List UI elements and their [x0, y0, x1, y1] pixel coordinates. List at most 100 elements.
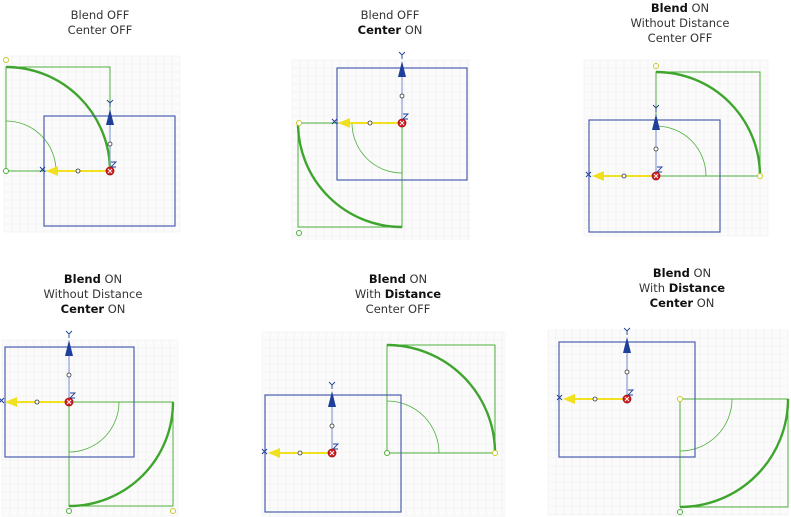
caption-part: OFF — [393, 8, 420, 22]
caption-part: Blend — [360, 8, 394, 22]
y-axis-arrow-icon — [398, 61, 406, 77]
x-label-icon — [556, 394, 563, 401]
caption-part: Blend — [63, 272, 101, 286]
grid-area — [292, 60, 470, 240]
blend-green-square — [386, 343, 497, 454]
caption-line: Blend OFF — [0, 8, 200, 23]
endpoint-marker — [384, 450, 390, 456]
panel-2 — [291, 51, 470, 240]
z-label-icon — [331, 443, 340, 450]
x-axis-arrow-icon — [592, 171, 604, 181]
caption-part: Blend — [70, 8, 104, 22]
blend-arc-thick — [679, 398, 790, 509]
grid-background — [547, 329, 789, 516]
panel-5 — [261, 331, 506, 517]
caption-part: Center — [649, 296, 694, 310]
endpoint-marker — [296, 120, 302, 126]
caption-line: Center ON — [0, 302, 193, 317]
grid-background — [583, 59, 769, 237]
axis-gizmo — [331, 51, 410, 128]
green-frame — [68, 401, 174, 507]
x-axis-handle — [621, 173, 627, 179]
origin-cross — [624, 396, 630, 402]
caption-line: Center ON — [290, 23, 490, 38]
axis-gizmo — [585, 104, 664, 181]
caption-part: ON — [100, 272, 123, 286]
origin-cross — [66, 399, 72, 405]
blend-arc-thick — [655, 70, 762, 177]
x-axis-arrow-icon — [338, 118, 350, 128]
caption-line: Center ON — [582, 296, 782, 311]
caption-line: Blend ON — [0, 272, 193, 287]
blend-arc-thick — [386, 343, 497, 454]
x-axis-handle — [75, 168, 81, 174]
caption-part: OFF — [686, 31, 713, 45]
blend-arc-thin — [68, 401, 120, 453]
caption-part: Blend — [368, 272, 406, 286]
endpoint-marker — [296, 230, 302, 236]
axis-gizmo — [556, 327, 635, 404]
blend-arc-thick — [296, 122, 403, 229]
origin-cross — [107, 168, 113, 174]
y-label-icon — [652, 104, 660, 112]
x-label-icon — [261, 448, 268, 455]
caption-part: Center — [365, 302, 405, 316]
endpoint-marker — [677, 396, 683, 402]
axis-gizmo — [0, 330, 77, 407]
caption-line: Center OFF — [0, 23, 200, 38]
y-label-icon — [65, 330, 73, 338]
x-axis-handle — [592, 396, 598, 402]
caption-part: OFF — [106, 23, 133, 37]
endpoint-marker — [3, 168, 9, 174]
caption-part: Center — [67, 23, 107, 37]
caption-part: ON — [689, 266, 712, 280]
y-axis-arrow-icon — [652, 114, 660, 130]
caption-line: Center OFF — [580, 31, 780, 46]
endpoint-marker — [492, 450, 498, 456]
y-axis-arrow-icon — [328, 391, 336, 407]
y-axis-arrow-icon — [623, 337, 631, 353]
caption-part: ON — [687, 1, 710, 15]
blend-green-square — [679, 398, 790, 509]
caption-part: With — [354, 287, 385, 301]
caption-part: Without Distance — [43, 287, 143, 301]
z-label-icon — [68, 392, 77, 399]
y-axis-handle — [66, 372, 72, 378]
caption-part: ON — [104, 302, 126, 316]
caption-line: With Distance — [298, 287, 498, 302]
blend-arc-thick — [68, 401, 175, 508]
panel-caption-5: Blend ON With Distance Center OFF — [298, 272, 498, 317]
green-frame — [386, 344, 496, 454]
caption-part: Without Distance — [630, 16, 730, 30]
x-label-icon — [331, 118, 338, 125]
y-axis-handle — [107, 141, 113, 147]
caption-part: ON — [401, 23, 423, 37]
origin-cross — [399, 120, 405, 126]
z-label-icon — [626, 389, 635, 396]
x-axis-arrow-icon — [563, 394, 575, 404]
panel-1 — [3, 55, 181, 233]
panel-caption-2: Blend OFF Center ON — [290, 8, 490, 38]
x-axis-arrow-icon — [5, 397, 17, 407]
caption-part: Blend — [650, 1, 688, 15]
blend-green-square — [68, 401, 175, 508]
grid-area — [262, 332, 506, 516]
caption-part: Distance — [668, 281, 726, 295]
x-axis-handle — [367, 120, 373, 126]
y-label-icon — [623, 327, 631, 335]
y-axis-arrow-icon — [106, 109, 114, 125]
y-axis-arrow-icon — [65, 340, 73, 356]
endpoint-marker — [653, 63, 659, 69]
blend-arc-thin — [679, 398, 733, 452]
endpoint-marker — [66, 508, 72, 514]
endpoint-marker — [3, 57, 9, 63]
caption-part: Blend — [652, 266, 690, 280]
panel-caption-1: Blend OFF Center OFF — [0, 8, 200, 38]
panel-3 — [583, 59, 769, 237]
caption-line: Blend ON — [298, 272, 498, 287]
y-axis-handle — [399, 93, 405, 99]
z-label-icon — [401, 113, 410, 120]
x-axis-arrow-icon — [46, 166, 58, 176]
caption-part: ON — [405, 272, 428, 286]
caption-part: ON — [693, 296, 715, 310]
